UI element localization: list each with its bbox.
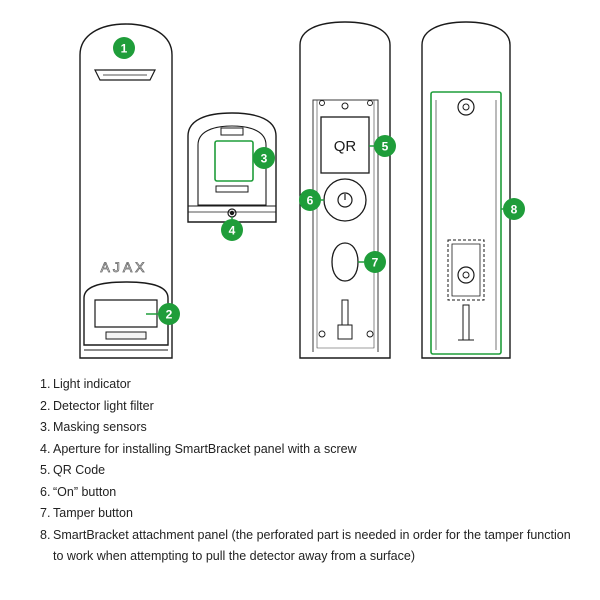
legend-item: 1.Light indicator — [40, 374, 580, 396]
callout-4: 4 — [221, 217, 243, 241]
front-body-outline — [79, 23, 173, 359]
legend-text: Light indicator — [53, 377, 131, 391]
legend-number: 8. — [40, 527, 51, 542]
callout-2: 2 — [146, 303, 180, 325]
callout-1: 1 — [113, 37, 135, 59]
legend-item: 5.QR Code — [40, 460, 580, 482]
detector-light-filter — [105, 331, 147, 340]
brand-logo: AJAX — [100, 259, 147, 275]
svg-text:4: 4 — [229, 224, 236, 238]
legend-text: Tamper button — [53, 506, 133, 520]
legend-text: SmartBracket attachment panel (the perfo… — [53, 527, 571, 564]
callout-5: 5 — [369, 135, 396, 157]
device-diagram: AJAX QR — [79, 21, 525, 359]
svg-text:5: 5 — [382, 140, 389, 154]
callout-8: 8 — [501, 198, 525, 220]
legend-item: 4.Aperture for installing SmartBracket p… — [40, 439, 580, 461]
legend-text: “On” button — [53, 484, 117, 499]
svg-text:2: 2 — [166, 308, 173, 322]
tamper-button — [331, 242, 359, 282]
svg-text:6: 6 — [307, 194, 314, 208]
legend-item: 7.Tamper button — [40, 503, 580, 525]
callout-6: 6 — [299, 189, 324, 211]
callouts: 1 2 3 4 5 6 7 — [113, 37, 525, 325]
qr-code-label: QR — [334, 138, 357, 155]
legend-item: 6.“On” button — [40, 482, 580, 504]
legend-number: 6. — [40, 484, 51, 499]
svg-text:1: 1 — [121, 42, 128, 56]
closeup-outline — [187, 112, 277, 223]
legend-number: 3. — [40, 420, 51, 434]
bracket-body-outline — [421, 21, 511, 359]
callout-7: 7 — [358, 251, 386, 273]
legend-number: 5. — [40, 463, 51, 477]
masking-sensors — [214, 140, 254, 182]
perforated-part — [447, 239, 485, 301]
legend-text: QR Code — [53, 463, 106, 477]
back-view — [299, 21, 391, 359]
legend-number: 7. — [40, 506, 51, 520]
legend-text: Detector light filter — [53, 398, 154, 413]
legend-item: 2.Detector light filter — [40, 396, 580, 418]
front-view — [79, 23, 173, 359]
qr-code-area — [320, 116, 370, 174]
svg-text:8: 8 — [511, 203, 518, 217]
legend-number: 1. — [40, 377, 51, 391]
legend-text: Masking sensors — [53, 420, 147, 434]
svg-text:7: 7 — [372, 256, 379, 270]
callout-3: 3 — [253, 147, 275, 169]
svg-text:3: 3 — [261, 152, 268, 166]
back-body-outline — [299, 21, 391, 359]
legend-number: 2. — [40, 398, 51, 413]
light-indicator-shape — [94, 69, 156, 81]
legend-number: 4. — [40, 441, 51, 456]
legend-list: 1.Light indicator 2.Detector light filte… — [40, 374, 580, 568]
legend-text: Aperture for installing SmartBracket pan… — [53, 441, 357, 456]
bracket-view — [421, 21, 511, 359]
legend-item: 3.Masking sensors — [40, 417, 580, 439]
legend-item: 8.SmartBracket attachment panel (the per… — [40, 525, 580, 568]
smartbracket-panel — [430, 91, 502, 355]
lens-housing — [83, 281, 169, 346]
